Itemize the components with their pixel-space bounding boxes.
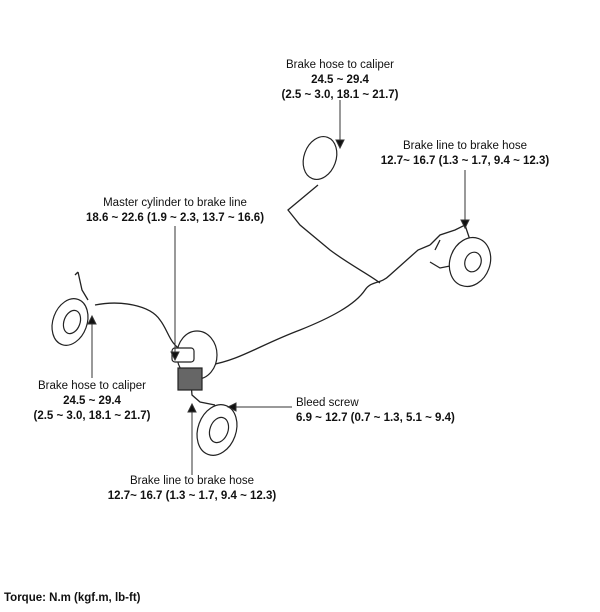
- rear-caliper-label: Brake hose to caliper 24.5 ~ 29.4 (2.5 ~…: [270, 58, 410, 103]
- abs-unit: [177, 367, 203, 391]
- front-caliper-label: Brake hose to caliper 24.5 ~ 29.4 (2.5 ~…: [22, 379, 162, 424]
- brake-line-main: [209, 244, 431, 366]
- hose-front-left: [74, 271, 89, 301]
- label-torque: 18.6 ~ 22.6 (1.9 ~ 2.3, 13.7 ~ 16.6): [85, 212, 265, 224]
- rear-left-drum: [302, 136, 338, 180]
- label-torque: 6.9 ~ 12.7 (0.7 ~ 1.3, 5.1 ~ 9.4): [296, 412, 455, 424]
- label-torque: 24.5 ~ 29.4: [63, 395, 121, 407]
- label-title: Brake hose to caliper: [285, 59, 395, 71]
- master-cylinder-label: Master cylinder to brake line 18.6 ~ 22.…: [75, 196, 275, 226]
- label-title: Bleed screw: [296, 397, 359, 409]
- label-torque: 12.7~ 16.7 (1.3 ~ 1.7, 9.4 ~ 12.3): [380, 155, 550, 167]
- label-title: Brake line to brake hose: [402, 140, 528, 152]
- torque-units-note: Torque: N.m (kgf.m, lb-ft): [4, 592, 141, 604]
- label-title: Master cylinder to brake line: [103, 197, 247, 209]
- front-line-hose-label: Brake line to brake hose 12.7~ 16.7 (1.3…: [92, 474, 292, 504]
- label-torque: 12.7~ 16.7 (1.3 ~ 1.7, 9.4 ~ 12.3): [107, 490, 277, 502]
- bleed-screw-label: Bleed screw 6.9 ~ 12.7 (0.7 ~ 1.3, 5.1 ~…: [296, 396, 455, 426]
- label-title: Brake hose to caliper: [37, 380, 147, 392]
- label-alt: (2.5 ~ 3.0, 18.1 ~ 21.7): [33, 410, 151, 422]
- label-title: Brake line to brake hose: [129, 475, 255, 487]
- label-alt: (2.5 ~ 3.0, 18.1 ~ 21.7): [281, 89, 399, 101]
- brake-line-rear-left: [287, 184, 381, 284]
- rear-line-hose-label: Brake line to brake hose 12.7~ 16.7 (1.3…: [365, 139, 565, 169]
- brake-line-left: [94, 302, 183, 351]
- label-torque: 24.5 ~ 29.4: [311, 74, 369, 86]
